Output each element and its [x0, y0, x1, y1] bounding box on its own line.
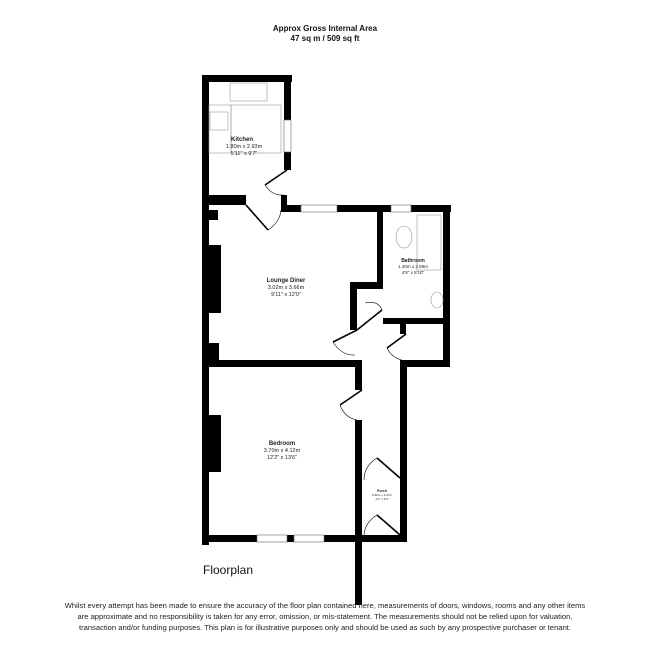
plan-title: Floorplan [203, 563, 254, 577]
svg-text:9'11" x 12'0": 9'11" x 12'0" [271, 292, 301, 298]
hob-icon [209, 111, 229, 131]
svg-text:3.02m x 3.66m: 3.02m x 3.66m [268, 285, 305, 291]
toilet-icon [395, 225, 413, 249]
disclaimer-text: Whilst every attempt has been made to en… [64, 601, 586, 632]
svg-text:5'11" x 9'7": 5'11" x 9'7" [231, 151, 258, 157]
windows [256, 119, 412, 543]
svg-text:1.30m x 2.69m: 1.30m x 2.69m [398, 264, 428, 269]
svg-text:Kitchen: Kitchen [231, 137, 253, 143]
svg-text:Bathroom: Bathroom [401, 258, 425, 264]
svg-text:0.66m x 1.27m: 0.66m x 1.27m [372, 493, 392, 497]
fixtures [208, 82, 444, 309]
doors [245, 169, 407, 538]
svg-text:Porch: Porch [377, 489, 387, 493]
area-value: 47 sq m / 509 sq ft [290, 34, 360, 43]
area-title: Approx Gross Internal Area [272, 24, 378, 33]
svg-text:3.70m x 4.12m: 3.70m x 4.12m [264, 448, 301, 454]
bath-icon [416, 214, 442, 271]
svg-text:Bedroom: Bedroom [269, 441, 295, 447]
basin-icon [430, 291, 444, 309]
sink-icon [229, 82, 268, 102]
svg-text:Lounge Diner: Lounge Diner [267, 278, 306, 284]
svg-text:12'2" x 13'6": 12'2" x 13'6" [267, 455, 297, 461]
svg-text:1.80m x 2.93m: 1.80m x 2.93m [226, 144, 263, 150]
svg-text:4'8" x 8'10": 4'8" x 8'10" [402, 270, 425, 275]
svg-text:2'1" x 4'2": 2'1" x 4'2" [375, 497, 388, 501]
room-labels: Kitchen 1.80m x 2.93m 5'11" x 9'7" Loung… [226, 137, 428, 501]
